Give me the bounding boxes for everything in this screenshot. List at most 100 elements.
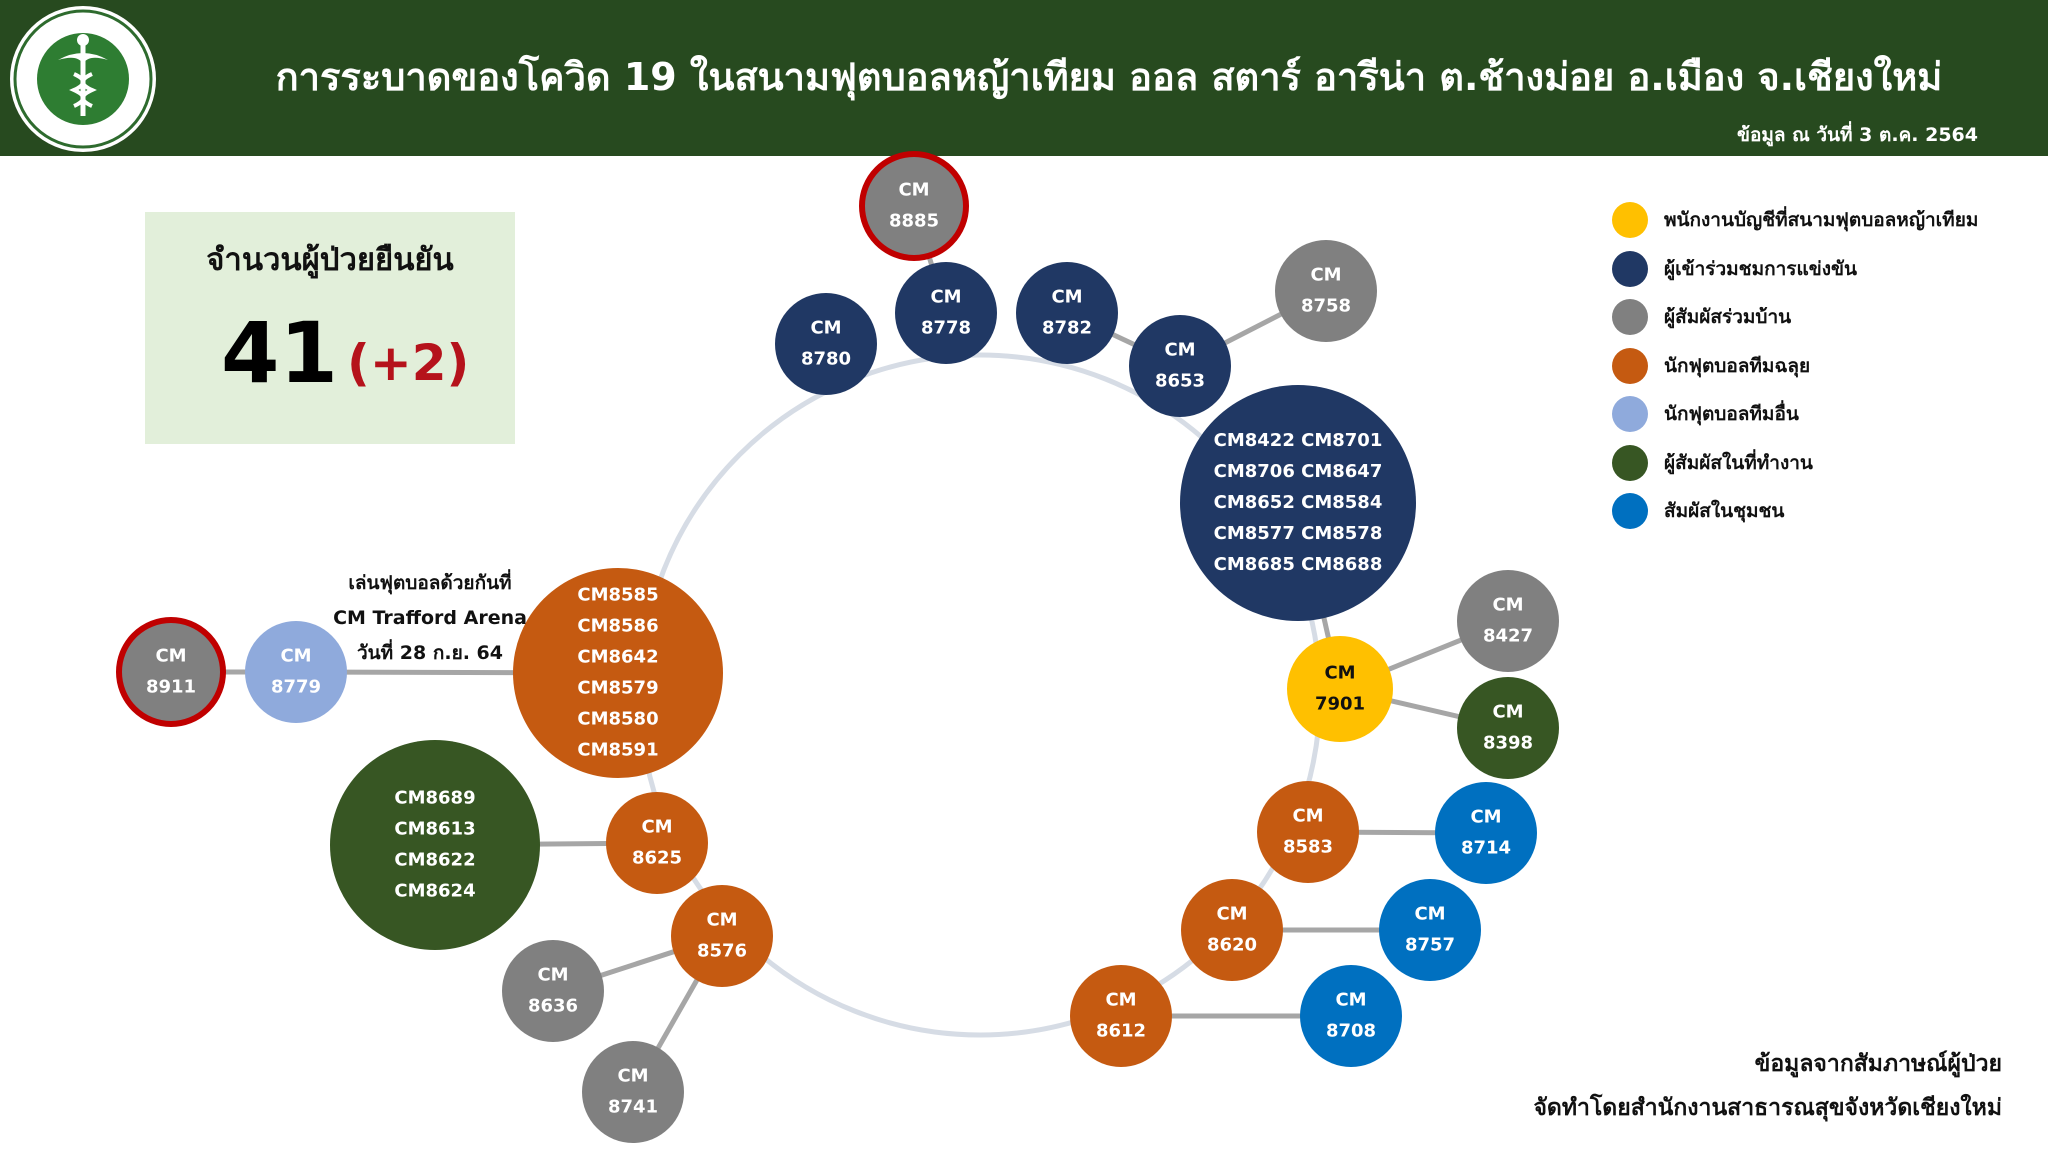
annotation-line-3: วันที่ 28 ก.ย. 64 [357,642,503,664]
legend-label: ผู้เข้าร่วมชมการแข่งขัน [1664,257,1857,280]
legend-swatch [1612,396,1648,433]
case-label: 8576 [697,941,747,962]
case-circle [1275,240,1377,342]
legend-swatch [1612,299,1648,336]
legend-swatch [1612,250,1648,287]
legend-label: นักฟุตบอลทีมฉลุย [1664,354,1811,377]
case-label: 8714 [1461,838,1511,859]
case-node-8653: CM 8653 [1129,315,1231,417]
case-label: CM8706 CM8647 [1214,461,1383,482]
nodes-group: CM8885CM8780CM8778CM8782CM8653CM8758CM84… [116,151,1559,1143]
case-circle [775,293,877,395]
case-label: CM8689 [394,788,475,809]
case-label: CM8585 [577,585,658,606]
legend-swatch [1612,493,1648,530]
legend-item: ผู้สัมผัสร่วมบ้าน [1612,293,2032,342]
case-label: CM8577 CM8578 [1214,523,1383,544]
case-label: CM [1292,806,1323,827]
case-label: CM [1105,990,1136,1011]
case-label: 8427 [1483,626,1533,647]
case-circle [1457,677,1559,779]
case-node-8758: CM 8758 [1275,240,1377,342]
case-label: 8782 [1042,318,1092,339]
case-circle [1287,636,1393,742]
case-label: CM [1216,904,1247,925]
legend-label: พนักงานบัญชีที่สนามฟุตบอลหญ้าเทียม [1664,209,1979,232]
case-label: CM8422 CM8701 [1214,430,1383,451]
case-label: CM8622 [394,850,475,871]
ministry-logo [10,6,156,152]
case-label: CM [1470,807,1501,828]
case-label: 7901 [1315,694,1365,715]
case-circle [245,621,347,723]
case-circle [502,940,604,1042]
source-note: ข้อมูลจากสัมภาษณ์ผู้ป่วย [1754,1051,2002,1077]
legend-label: สัมผัสในชุมชน [1664,500,1785,523]
case-label: CM [810,318,841,339]
case-label: 8757 [1405,935,1455,956]
case-node-8612: CM 8612 [1070,965,1172,1067]
case-circle [1180,385,1416,621]
case-node-8714: CM 8714 [1435,782,1537,884]
legend-label: ผู้สัมผัสร่วมบ้าน [1664,306,1792,329]
case-circle [1181,879,1283,981]
legend-swatch [1612,202,1648,239]
case-circle [895,262,997,364]
legend-item: สัมผัสในชุมชน [1612,487,2032,536]
legend-swatch [1612,347,1648,384]
case-circle [330,740,540,950]
case-label: 8583 [1283,837,1333,858]
case-circle [1129,315,1231,417]
case-label: CM [1335,990,1366,1011]
case-label: 8612 [1096,1021,1146,1042]
case-circle [606,792,708,894]
legend-item: ผู้สัมผัสในที่ทำงาน [1612,439,2032,488]
case-label: 8779 [271,677,321,698]
annotation-line-1: เล่นฟุตบอลด้วยกันที่ [348,572,512,594]
legend: พนักงานบัญชีที่สนามฟุตบอลหญ้าเทียม ผู้เข… [1612,196,2032,536]
case-label: CM8586 [577,616,658,637]
page-title: การระบาดของโควิด 19 ในสนามฟุตบอลหญ้าเทีย… [275,55,1943,99]
credit-note: จัดทำโดยสำนักงานสาธารณสุขจังหวัดเชียงใหม… [1533,1095,2002,1121]
legend-item: ผู้เข้าร่วมชมการแข่งขัน [1612,245,2032,294]
case-label: 8398 [1483,733,1533,754]
case-label: CM [1164,340,1195,361]
case-label: CM [280,646,311,667]
confirmed-count-total: 41 [221,304,338,402]
case-circle [1257,781,1359,883]
case-circle [1457,570,1559,672]
case-label: 8636 [528,996,578,1017]
legend-swatch [1612,444,1648,481]
legend-label: นักฟุตบอลทีมอื่น [1664,403,1799,426]
case-circle [859,151,969,261]
case-label: 8741 [608,1097,658,1118]
case-label: CM8580 [577,709,658,730]
case-label: CM8652 CM8584 [1214,492,1383,513]
case-circle [1379,879,1481,981]
case-label: CM [1310,265,1341,286]
case-label: 8620 [1207,935,1257,956]
case-label: 8653 [1155,371,1205,392]
case-label: CM [898,180,929,201]
case-circle [1300,965,1402,1067]
case-label: 8758 [1301,296,1351,317]
case-label: CM [641,817,672,838]
legend-label: ผู้สัมผัสในที่ทำงาน [1664,451,1813,474]
case-label: CM [706,910,737,931]
case-node-8779: CM 8779 [245,621,347,723]
case-circle [671,885,773,987]
